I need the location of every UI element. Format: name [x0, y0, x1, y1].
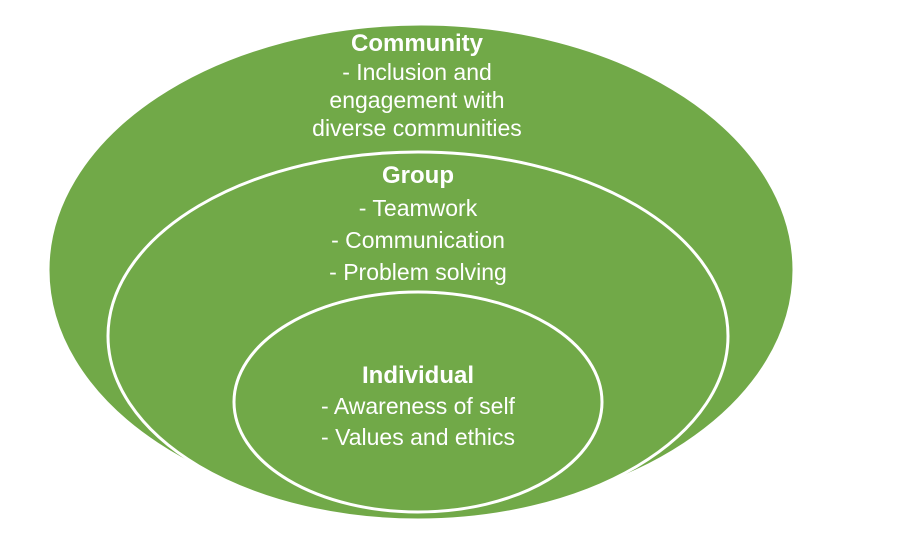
individual-ellipse	[232, 290, 604, 514]
